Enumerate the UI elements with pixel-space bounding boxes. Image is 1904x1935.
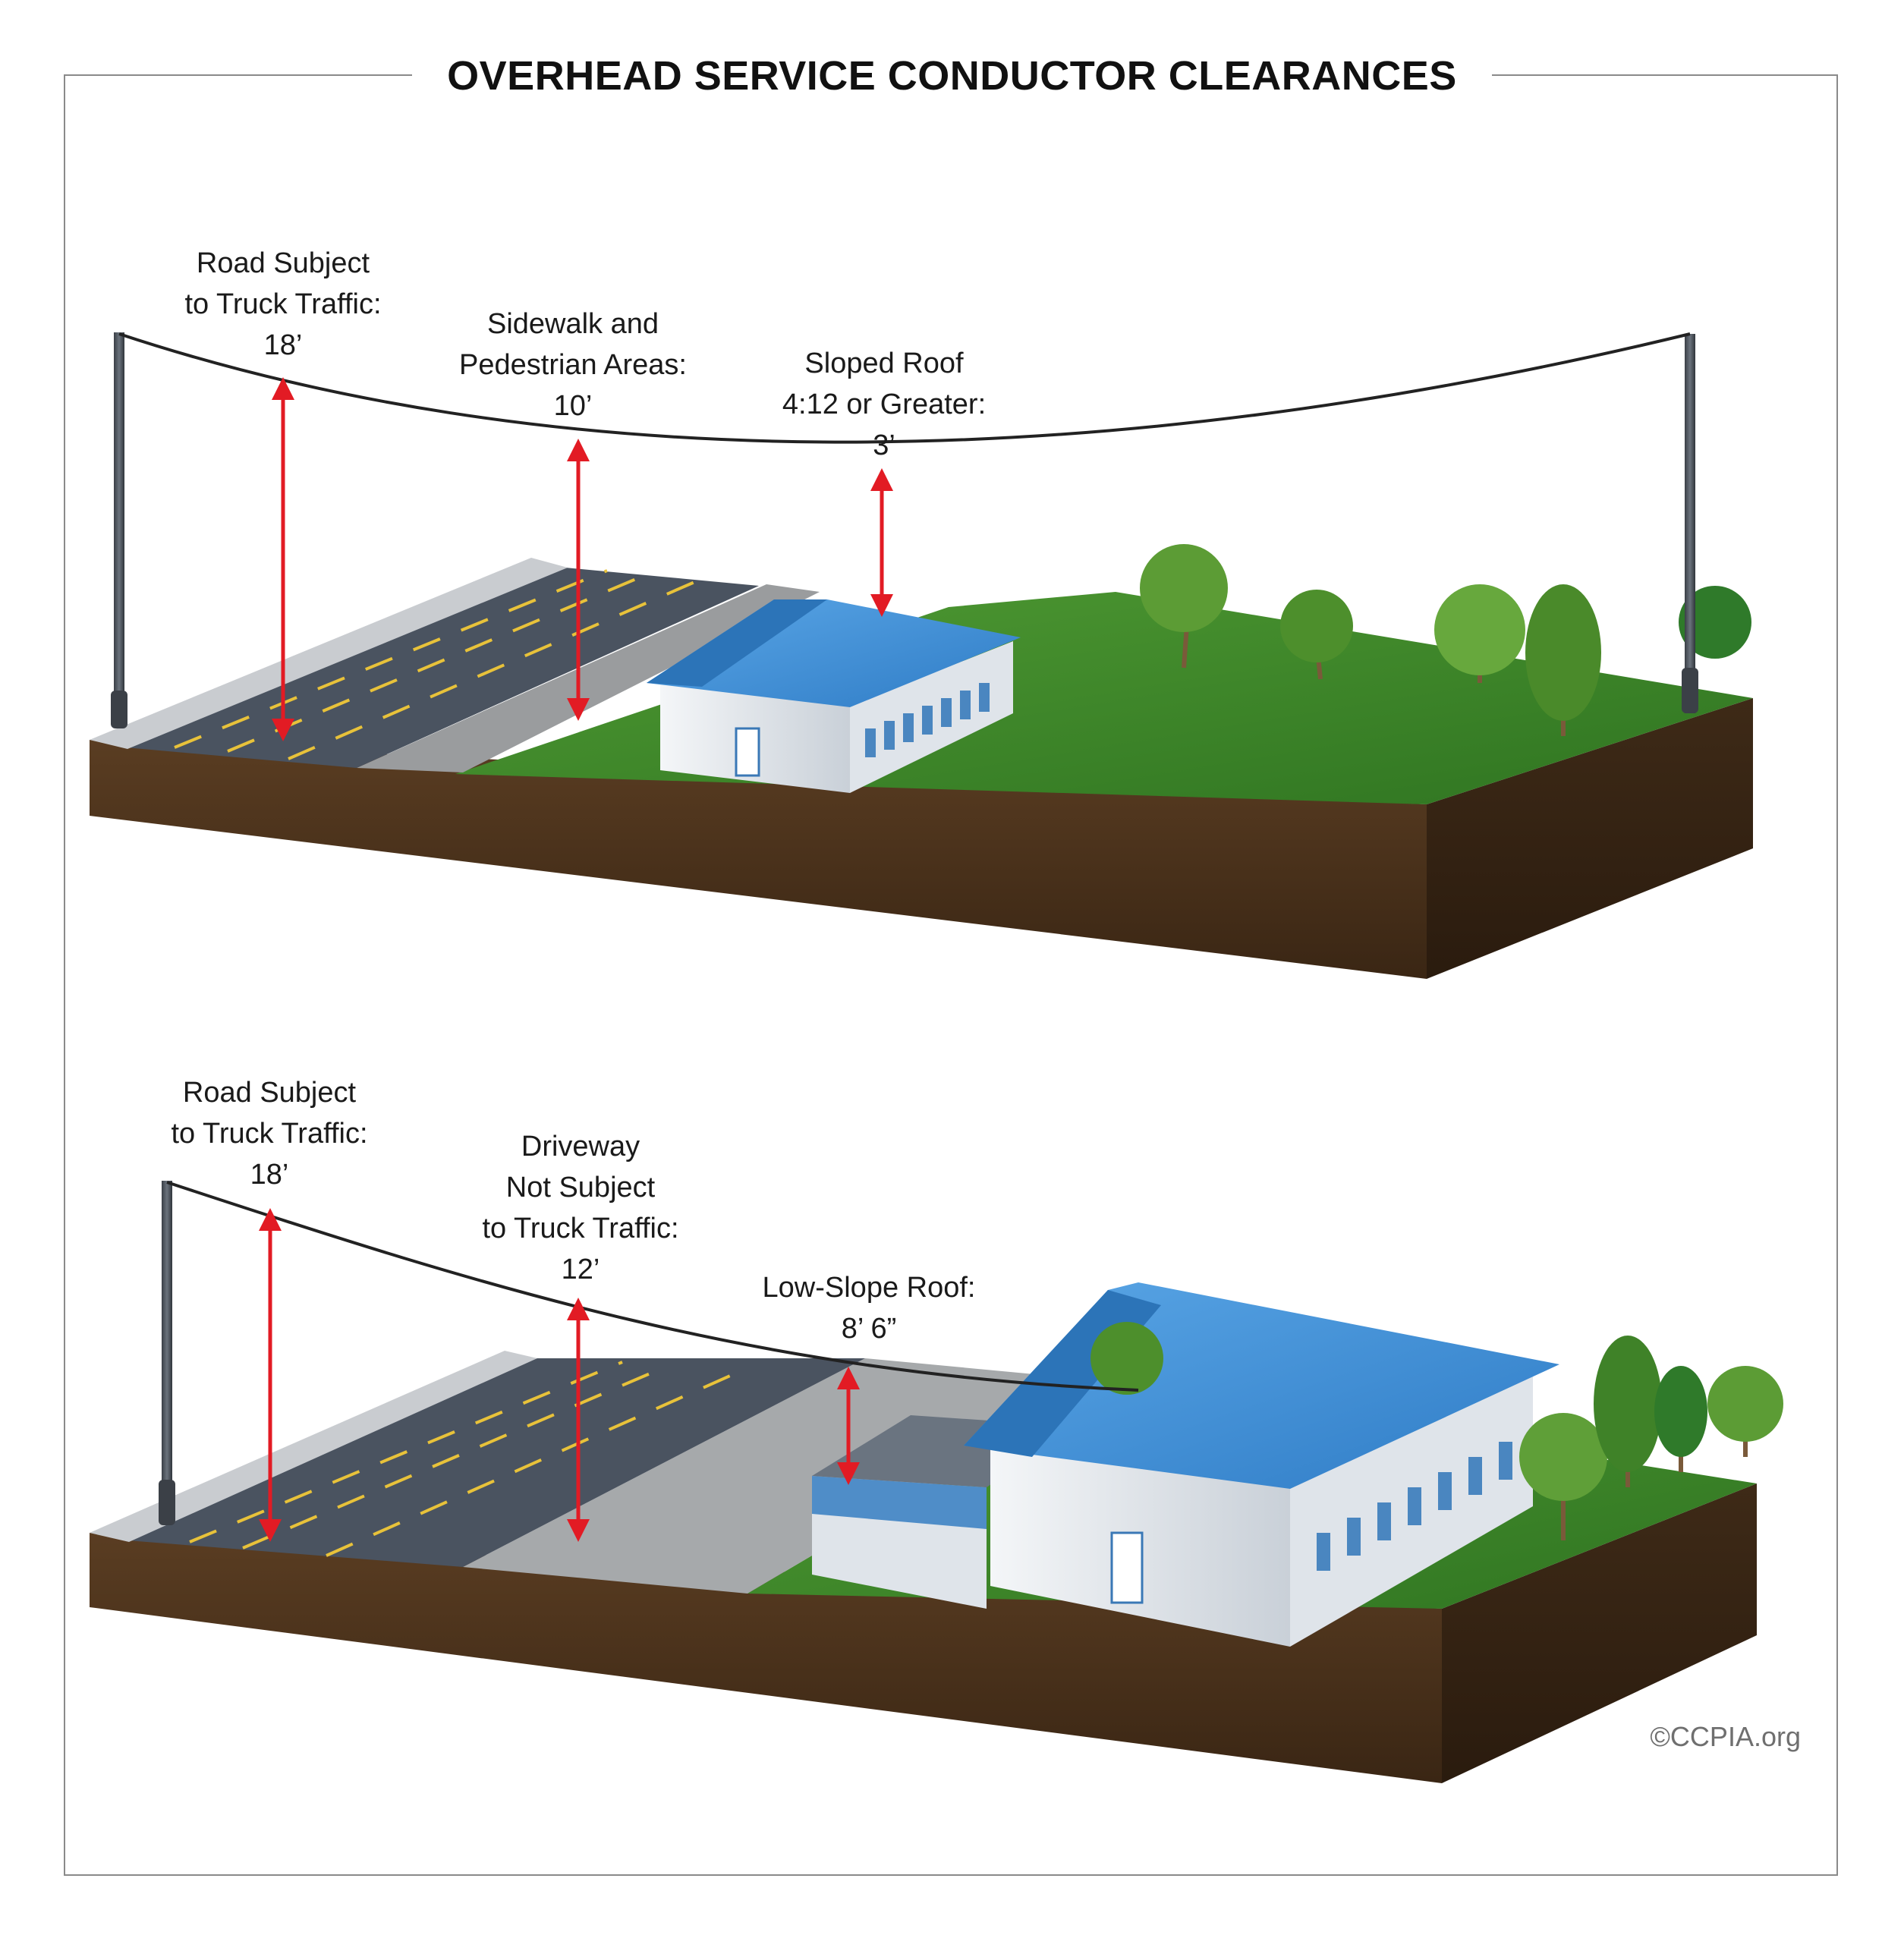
figure-title-wrap: OVERHEAD SERVICE CONDUCTOR CLEARANCES (0, 50, 1904, 102)
top-soil-front (90, 740, 1427, 979)
top-soil-side (1427, 698, 1753, 979)
copyright-notice: ©CCPIA.org (1650, 1721, 1801, 1752)
bottom-conductor-wire (166, 1181, 1139, 1392)
top-label-sloped-roof: Sloped Roof 4:12 or Greater: 3’ (782, 348, 987, 461)
bottom-curb (90, 1351, 537, 1542)
top-pole-right (1685, 334, 1695, 713)
top-building (647, 599, 1021, 793)
bottom-scene (90, 1181, 1783, 1783)
bottom-label-road: Road Subject to Truck Traffic: 18’ (171, 1077, 368, 1191)
bottom-road (127, 1358, 865, 1567)
top-pole-left (114, 332, 124, 727)
bottom-soil-side (1442, 1484, 1757, 1783)
top-conductor-wire (118, 332, 1691, 444)
bottom-trees (1090, 1322, 1783, 1540)
bottom-driveway (463, 1358, 1108, 1594)
top-label-road: Road Subject to Truck Traffic: 18’ (184, 247, 382, 361)
top-scene (90, 332, 1753, 979)
top-trees (1140, 544, 1751, 736)
figure-title: OVERHEAD SERVICE CONDUCTOR CLEARANCES (412, 50, 1492, 102)
top-label-sidewalk: Sidewalk and Pedestrian Areas: 10’ (459, 308, 687, 422)
bottom-clearance-arrows (259, 1208, 860, 1542)
top-curb (90, 558, 568, 749)
top-clearance-arrows (272, 377, 893, 741)
bottom-pole-left (162, 1181, 172, 1522)
bottom-label-driveway: Driveway Not Subject to Truck Traffic: 1… (482, 1131, 679, 1285)
bottom-label-low-slope-roof: Low-Slope Roof: 8’ 6” (762, 1272, 976, 1345)
